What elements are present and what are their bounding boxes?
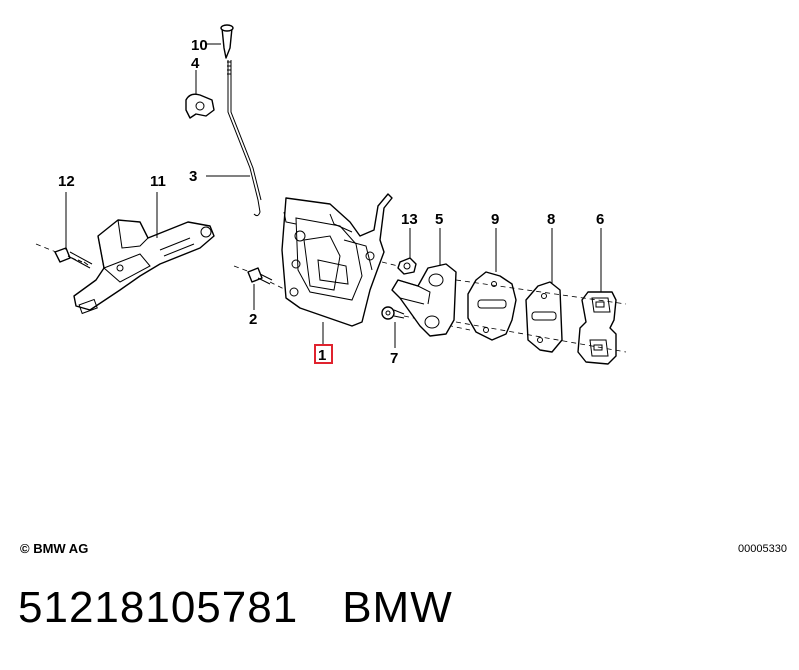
part-8-plate	[525, 281, 563, 353]
part-6-cage-plate	[577, 291, 617, 365]
callout-5: 5	[435, 211, 443, 228]
part-2-screw	[233, 265, 291, 293]
part-5-striker	[391, 263, 457, 337]
diagram-number: 00005330	[738, 543, 787, 555]
callout-11: 11	[150, 173, 166, 190]
callout-7: 7	[390, 350, 398, 367]
callout-10: 10	[191, 37, 208, 54]
part-10-cap	[220, 24, 234, 59]
callout-2: 2	[249, 311, 257, 328]
callout-13: 13	[401, 211, 418, 228]
part-13-nut	[381, 257, 417, 275]
callout-12: 12	[58, 173, 75, 190]
callout-9: 9	[491, 211, 499, 228]
part-3-rod	[227, 60, 262, 217]
part-11-actuator	[73, 219, 215, 315]
callout-1: 1	[318, 347, 326, 364]
exploded-parts-diagram: 10 4 3 12 11 13 5 9 8 6 2 7 1	[35, 24, 627, 367]
callout-3: 3	[189, 168, 197, 185]
part-12-bolt	[35, 243, 93, 269]
brand-name: BMW	[342, 583, 453, 632]
part-number: 51218105781	[18, 583, 299, 632]
part-1-door-lock	[281, 193, 393, 327]
part-9-plate	[467, 271, 517, 341]
callout-6: 6	[596, 211, 604, 228]
callout-8: 8	[547, 211, 555, 228]
part-4-clip	[185, 93, 215, 119]
callout-1-highlight-box	[314, 344, 333, 364]
copyright-notice: © BMW AG	[20, 541, 89, 556]
footer-caption: 51218105781 BMW	[18, 583, 453, 633]
callout-4: 4	[191, 55, 200, 72]
